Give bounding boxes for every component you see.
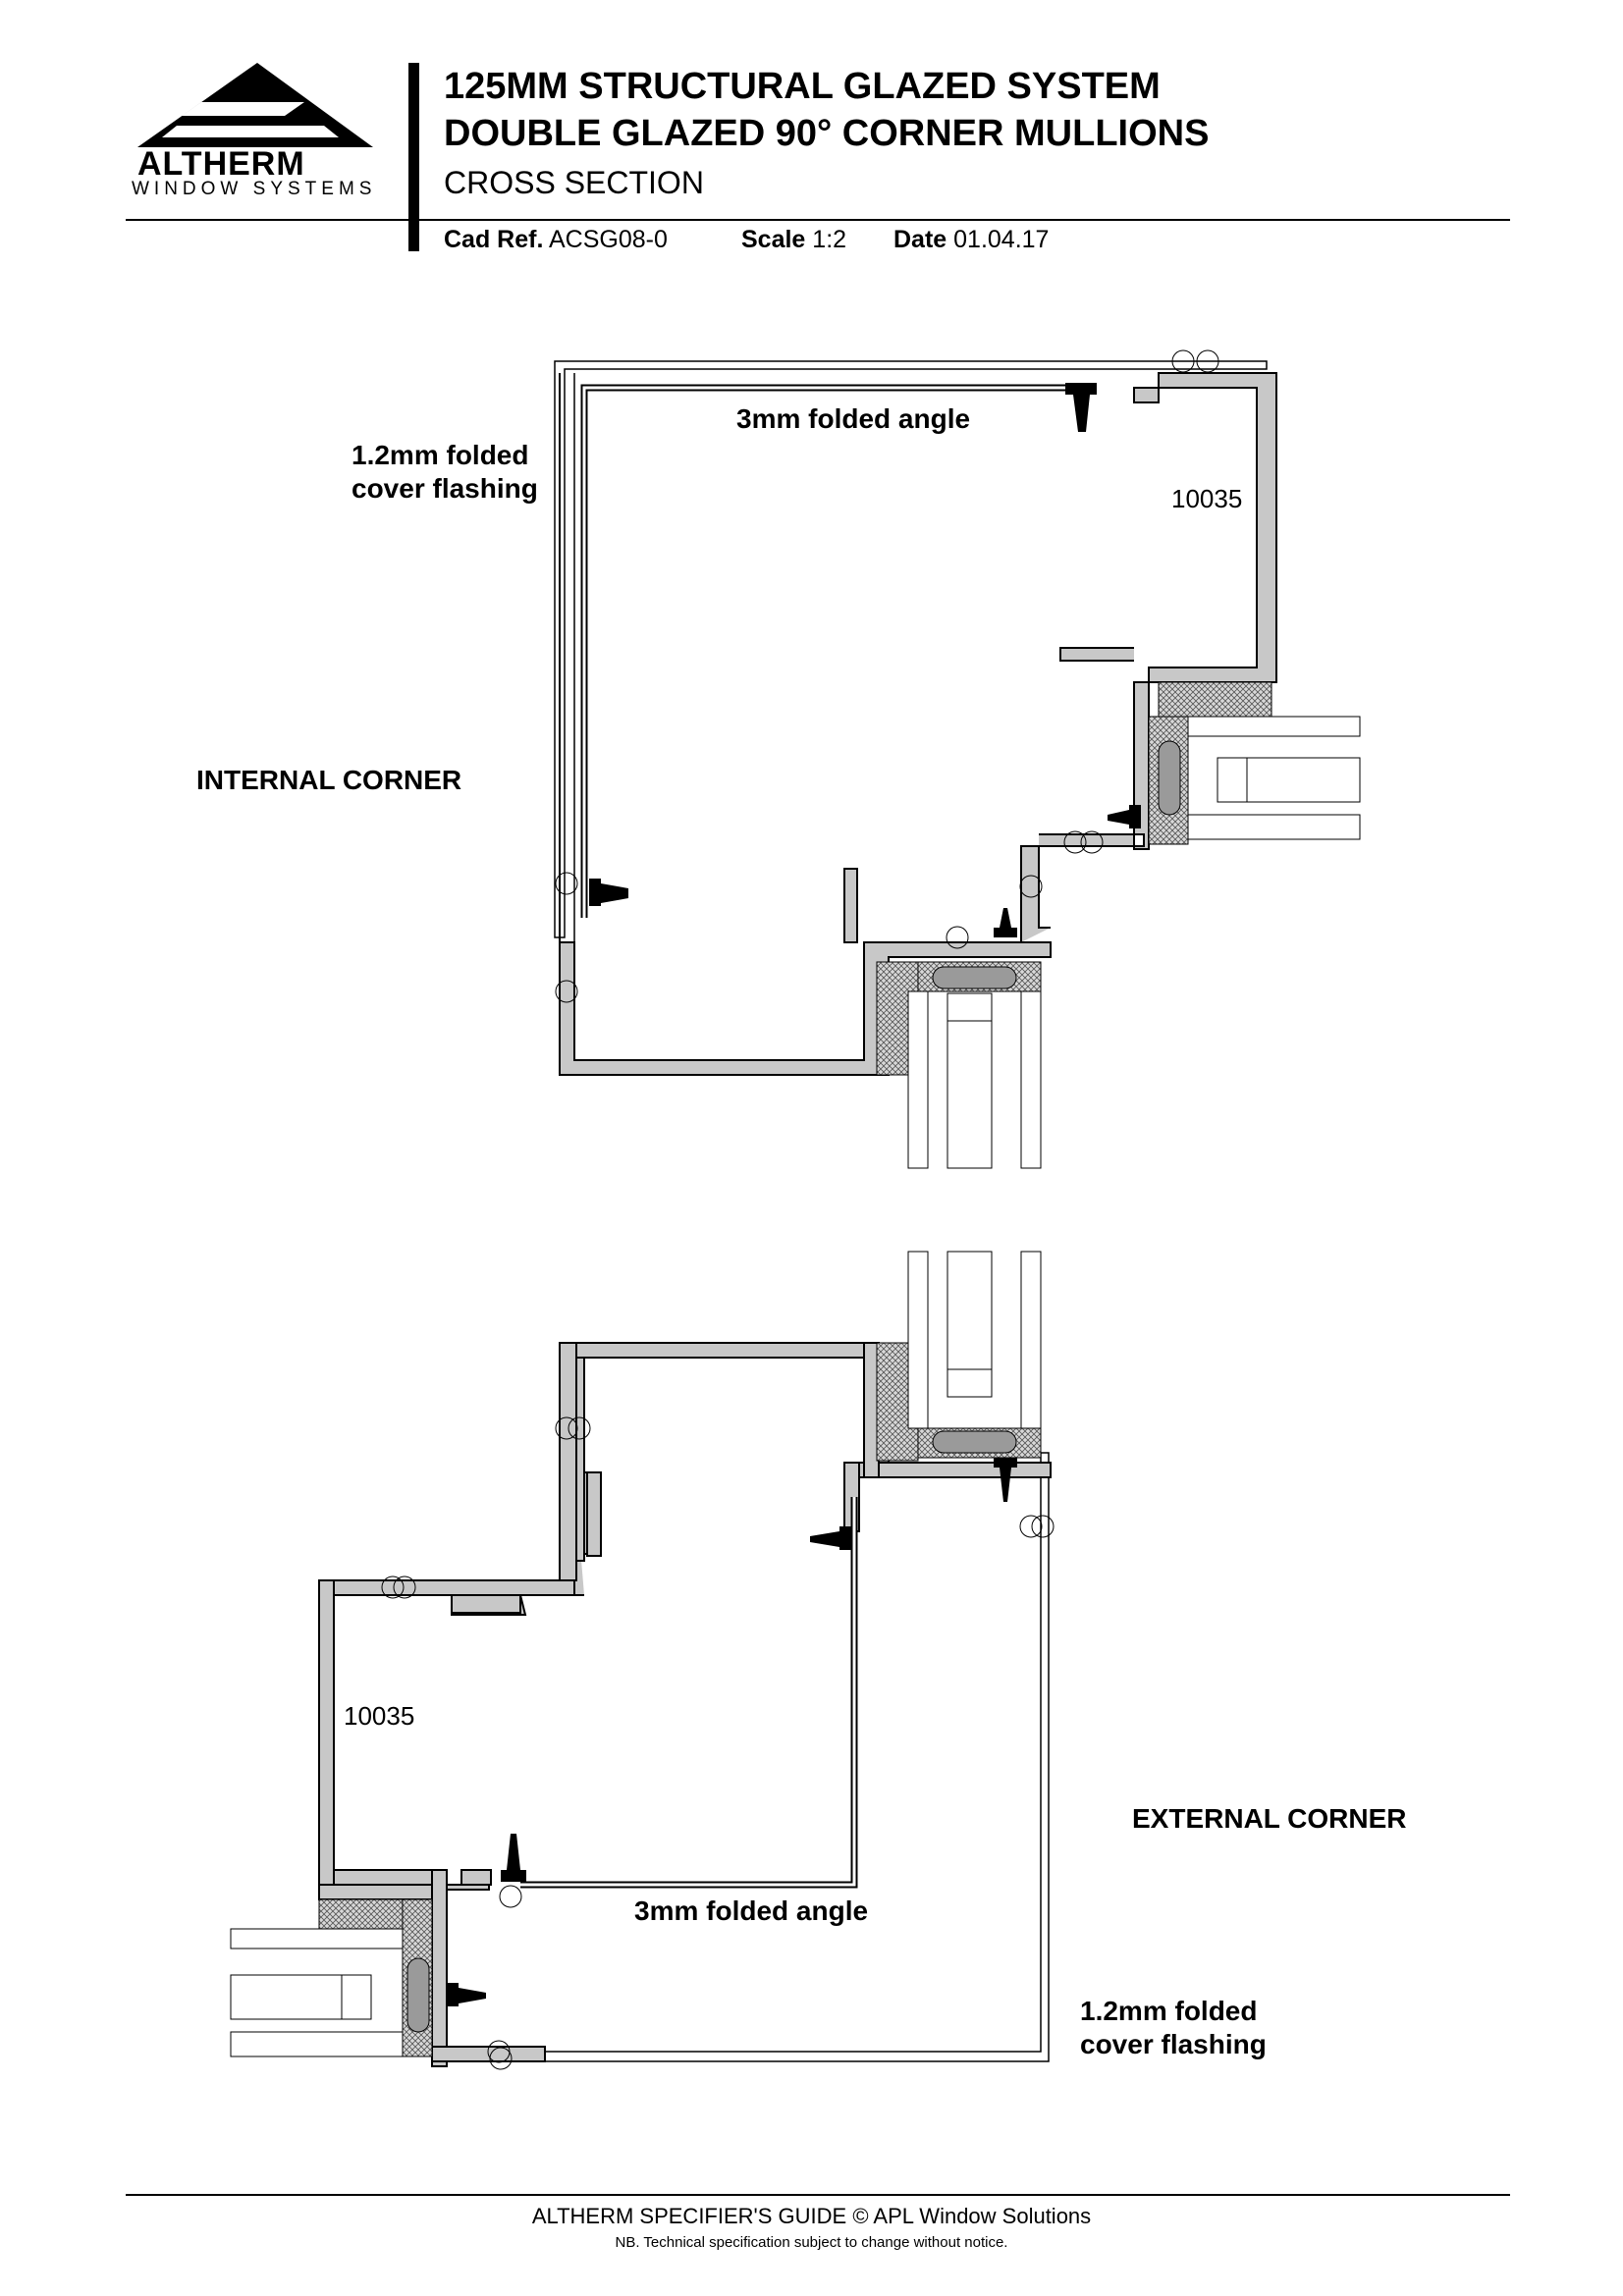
external-screw-left [447, 1983, 486, 2006]
date-value: 01.04.17 [953, 226, 1050, 253]
internal-seal-right [1158, 681, 1272, 718]
external-glass-left [230, 1928, 404, 1949]
cad-ref-label: Cad Ref. [444, 226, 544, 253]
internal-mullion-profile [559, 372, 1277, 1076]
scale-value: 1:2 [812, 226, 847, 253]
internal-part-number: 10035 [1171, 484, 1243, 513]
internal-screw-mid [994, 908, 1017, 937]
logo-tagline: WINDOW SYSTEMS [132, 179, 377, 199]
footer-guide-line: ALTHERM SPECIFIER'S GUIDE © APL Window S… [531, 2204, 1092, 2228]
external-angle-label: 3mm folded angle [634, 1896, 869, 1926]
internal-angle-label: 3mm folded angle [736, 403, 971, 434]
external-flashing-label-line2: cover flashing [1080, 2029, 1267, 2059]
external-screw-right [810, 1526, 851, 1550]
cad-ref: Cad Ref. ACSG08-0 [444, 226, 668, 254]
internal-corner-heading: INTERNAL CORNER [196, 765, 462, 795]
altherm-logo-mark [137, 63, 373, 147]
internal-screw-left [589, 879, 628, 906]
external-screw-bottom [501, 1834, 526, 1882]
external-corner-heading: EXTERNAL CORNER [1132, 1803, 1407, 1834]
internal-flashing-label-line1: 1.2mm folded [352, 440, 529, 470]
scale-label: Scale [741, 226, 806, 253]
date-label: Date [893, 226, 947, 253]
external-corner-section [230, 1251, 1055, 2070]
page-title-line1: 125MM STRUCTURAL GLAZED SYSTEM [444, 66, 1161, 107]
footer-notice: NB. Technical specification subject to c… [615, 2234, 1008, 2251]
page-subtitle: CROSS SECTION [444, 165, 704, 200]
internal-cover-flashing [554, 360, 1268, 938]
external-glass-top [907, 1251, 929, 1429]
internal-corner-section [554, 349, 1361, 1169]
external-part-number: 10035 [344, 1701, 415, 1731]
cad-ref-value: ACSG08-0 [548, 226, 668, 253]
external-screw-top [994, 1458, 1017, 1502]
internal-glass-right [1187, 716, 1361, 737]
internal-folded-angle [580, 384, 1070, 918]
external-flashing-label-line1: 1.2mm folded [1080, 1996, 1258, 2026]
internal-glass-bottom [907, 990, 929, 1169]
header-vertical-bar [408, 63, 419, 251]
scale: Scale 1:2 [741, 226, 846, 254]
logo-name: ALTHERM [137, 145, 305, 183]
internal-flashing-label-line2: cover flashing [352, 473, 538, 504]
date: Date 01.04.17 [893, 226, 1049, 254]
internal-screw-right [1108, 805, 1141, 828]
internal-screw-top [1065, 383, 1097, 432]
page-title-line2: DOUBLE GLAZED 90° CORNER MULLIONS [444, 113, 1210, 154]
external-cover-flashing [529, 1452, 1050, 2062]
